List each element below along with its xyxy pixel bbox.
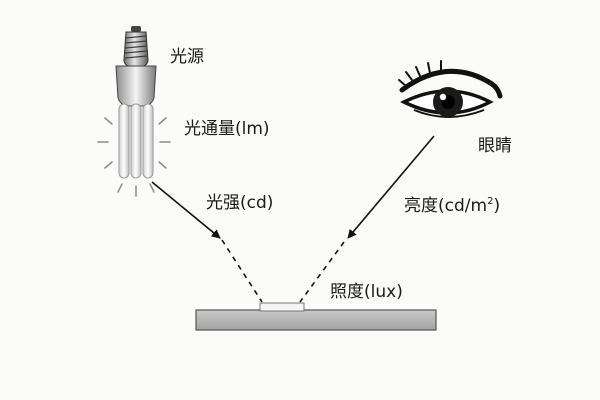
luminance-label: 亮度(cd/m2) xyxy=(404,192,500,216)
light-source-label: 光源 xyxy=(170,47,204,67)
luminous-flux-label: 光通量(lm) xyxy=(184,119,270,139)
light-ray-source xyxy=(151,181,263,303)
illuminance-label: 照度(lux) xyxy=(330,282,403,302)
eye-label: 眼睛 xyxy=(478,136,512,156)
light-ray-eye xyxy=(299,135,435,303)
luminous-intensity-label: 光强(cd) xyxy=(206,193,274,213)
illuminated-surface xyxy=(195,302,437,331)
luminance-exponent: 2 xyxy=(487,196,494,207)
eye-icon xyxy=(398,60,503,118)
cfl-bulb-icon xyxy=(97,26,171,197)
luminance-text: 亮度(cd/m xyxy=(404,196,488,216)
luminance-close: ) xyxy=(493,196,501,216)
